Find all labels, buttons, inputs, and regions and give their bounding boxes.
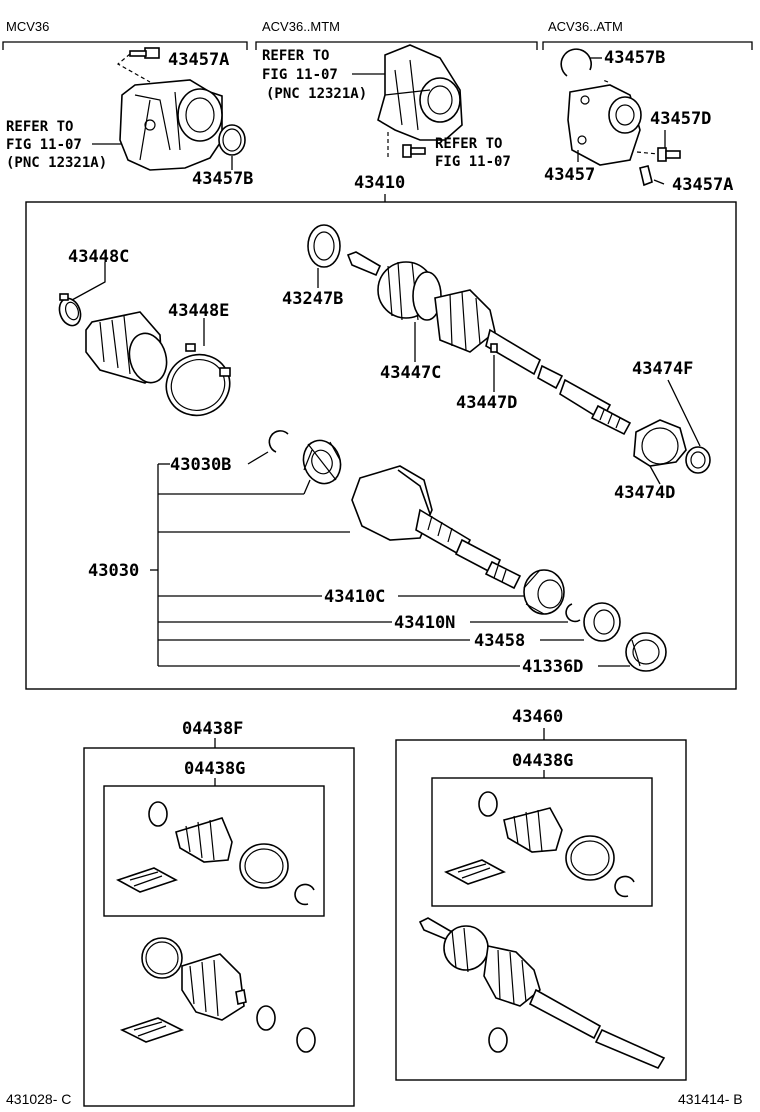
seal-43458 <box>583 602 621 642</box>
label-43410n: 43410N <box>394 613 455 633</box>
label-43457: 43457 <box>544 165 595 185</box>
label-43474d: 43474D <box>614 483 675 503</box>
drive-shaft-43410 <box>346 251 632 436</box>
mcv36-bracket-group: 43457A 43457B REFER TO FIG 11-07 (PNC 12… <box>6 47 253 189</box>
bolt-43457d <box>657 147 681 162</box>
outboard-boot <box>85 311 168 384</box>
label-43457b-left: 43457B <box>192 169 253 189</box>
refer-left-line2: FIG 11-07 <box>6 137 82 153</box>
kit-right-shaft <box>418 917 666 1070</box>
oil-seal-43247b <box>307 224 341 268</box>
label-04438g-left: 04438G <box>184 759 245 779</box>
label-04438g-right: 04438G <box>512 751 573 771</box>
bearing-bracket-mtm <box>377 44 463 141</box>
callout-bracket-43030 <box>150 463 520 667</box>
boot-band-43448e <box>165 343 231 417</box>
acv36-mtm-bracket-group: REFER TO FIG 11-07 (PNC 12321A) REFER TO… <box>262 44 511 170</box>
boot-clamp-43448c <box>58 293 82 327</box>
inboard-joint-43030 <box>351 465 522 590</box>
assembly-frame-43410 <box>25 201 737 690</box>
kit-frame-04438f <box>83 747 355 1107</box>
label-43457b-right: 43457B <box>604 48 665 68</box>
refer-mid-line3: (PNC 12321A) <box>266 86 367 102</box>
kit-frame-04438g-left <box>103 785 325 917</box>
refer-mid2-line2: FIG 11-07 <box>435 154 511 170</box>
header-mcv36: MCV36 <box>6 19 49 34</box>
label-43448e: 43448E <box>168 301 229 321</box>
snap-ring-43030b <box>268 430 289 453</box>
label-43457a-right: 43457A <box>672 175 733 195</box>
kit-left-outboard-parts <box>116 801 315 906</box>
seal-41336d <box>625 632 667 672</box>
kit-frame-04438g-right <box>431 777 653 907</box>
label-43447c: 43447C <box>380 363 441 383</box>
snap-ring-43410n <box>565 603 581 623</box>
label-43458: 43458 <box>474 631 525 651</box>
bearing-43410c <box>523 569 565 615</box>
label-04438f: 04438F <box>182 719 243 739</box>
refer-mid2-line1: REFER TO <box>435 136 502 152</box>
header-acv36-atm: ACV36..ATM <box>548 19 623 34</box>
refer-mid-line2: FIG 11-07 <box>262 67 338 83</box>
label-43410: 43410 <box>354 173 405 193</box>
tripod-joint <box>302 439 342 485</box>
label-43447d: 43447D <box>456 393 517 413</box>
label-43457d: 43457D <box>650 109 711 129</box>
kit-right-boot-parts <box>444 791 635 898</box>
label-43410c: 43410C <box>324 587 385 607</box>
kit-frame-43460 <box>395 739 687 1081</box>
kit-left-inboard-parts <box>119 937 316 1053</box>
snap-ring-43457b-right <box>560 48 592 77</box>
label-43030: 43030 <box>88 561 139 581</box>
bolt-mtm <box>402 144 426 158</box>
label-43448c: 43448C <box>68 247 129 267</box>
bolt-43457a-left <box>129 47 160 59</box>
bearing-bracket-atm <box>567 84 642 166</box>
refer-left-line3: (PNC 12321A) <box>6 155 107 171</box>
ring-43474f <box>685 446 711 474</box>
header-acv36-mtm: ACV36..MTM <box>262 19 340 34</box>
label-43474f: 43474F <box>632 359 693 379</box>
refer-left-line1: REFER TO <box>6 119 73 135</box>
header-brackets: MCV36 ACV36..MTM ACV36..ATM <box>2 19 753 50</box>
refer-mid-line1: REFER TO <box>262 48 329 64</box>
label-41336d: 41336D <box>522 657 583 677</box>
figure-code-right: 431414- B <box>678 1091 743 1107</box>
figure-code-left: 431028- C <box>6 1091 71 1107</box>
label-43460: 43460 <box>512 707 563 727</box>
label-43030b: 43030B <box>170 455 231 475</box>
label-43247b: 43247B <box>282 289 343 309</box>
snap-ring-43457b-left <box>218 124 246 156</box>
acv36-atm-bracket-group: 43457B 43457 43457D 43457A <box>544 48 733 195</box>
label-43457a-left: 43457A <box>168 50 229 70</box>
bearing-bracket-mcv36 <box>119 79 223 171</box>
bolt-43457a-right <box>639 165 653 187</box>
dust-cover-43474d <box>633 419 687 467</box>
